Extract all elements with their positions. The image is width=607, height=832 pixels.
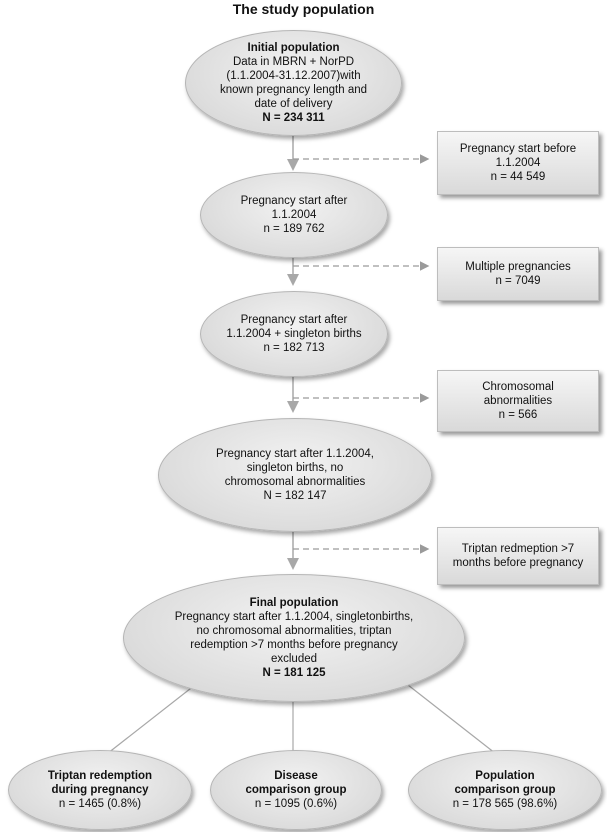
group-count: n = 178 565 (98.6%) (452, 798, 558, 810)
branch-line-left (102, 684, 196, 758)
final-population-node: Final population Pregnancy start after 1… (123, 574, 465, 702)
group-disease-comparison: Disease comparison group n = 1095 (0.6%) (210, 750, 382, 830)
node-line: n = 182 713 (263, 342, 325, 354)
group-triptan-redemption: Triptan redemption during pregnancy n = … (8, 750, 192, 830)
node-line: Data in MBRN + NorPD (232, 56, 355, 68)
group-population-comparison: Population comparison group n = 178 565 … (408, 750, 602, 830)
exclusion-line: Triptan redmeption >7 (461, 543, 575, 555)
exclusion-line: abnormalities (483, 395, 553, 407)
initial-population-node: Initial population Data in MBRN + NorPD … (185, 30, 402, 136)
group-heading: during pregnancy (51, 784, 149, 796)
group-heading: comparison group (245, 784, 347, 796)
node-line: redemption >7 months before pregnancy (190, 639, 398, 651)
node-line: Pregnancy start after (240, 195, 348, 207)
node-line: Pregnancy start after 1.1.2004, singleto… (174, 611, 414, 623)
node-line: N = 182 147 (263, 490, 327, 502)
exclusion-line: n = 566 (498, 409, 538, 421)
branch-line-right (407, 684, 501, 758)
group-heading: comparison group (454, 784, 556, 796)
exclusion-line: months before pregnancy (452, 557, 584, 569)
pregnancy-after-2004-node: Pregnancy start after 1.1.2004 n = 189 7… (200, 172, 388, 258)
group-heading: Triptan redemption (47, 770, 153, 782)
exclusion-line: Multiple pregnancies (465, 261, 571, 273)
group-count: n = 1465 (0.8%) (58, 798, 142, 810)
node-line: date of delivery (254, 98, 333, 110)
exclusion-box-chromosomal: Chromosomal abnormalities n = 566 (437, 370, 599, 432)
node-count: N = 234 311 (262, 112, 325, 124)
exclusion-line: n = 7049 (495, 275, 541, 287)
node-line: n = 189 762 (263, 223, 325, 235)
exclusion-line: Chromosomal (482, 381, 554, 393)
exclusion-box-triptan-before: Triptan redmeption >7 months before preg… (437, 527, 599, 585)
node-line: 1.1.2004 + singleton births (226, 328, 362, 340)
node-line: Pregnancy start after 1.1.2004, (216, 448, 374, 460)
node-heading: Initial population (247, 42, 340, 54)
node-count: N = 181 125 (262, 667, 326, 679)
node-heading: Final population (249, 597, 339, 609)
node-line: singleton births, no (246, 462, 344, 474)
exclusion-box-multiple-pregnancies: Multiple pregnancies n = 7049 (437, 247, 599, 301)
exclusion-line: Pregnancy start before (459, 143, 577, 155)
node-line: known pregnancy length and (219, 84, 368, 96)
singleton-births-node: Pregnancy start after 1.1.2004 + singlet… (200, 291, 388, 377)
exclusion-box-before-2004: Pregnancy start before 1.1.2004 n = 44 5… (437, 131, 599, 195)
group-count: n = 1095 (0.6%) (254, 798, 338, 810)
node-line: 1.1.2004 (271, 209, 317, 221)
exclusion-line: n = 44 549 (490, 171, 546, 183)
group-heading: Disease (274, 770, 318, 782)
node-line: excluded (270, 653, 318, 665)
node-line: (1.1.2004-31.12.2007)with (226, 70, 361, 82)
diagram-title: The study population (232, 1, 375, 17)
group-heading: Population (475, 770, 535, 782)
node-line: chromosomal abnormalities (224, 476, 366, 488)
exclusion-line: 1.1.2004 (495, 157, 541, 169)
node-line: no chromosomal abnormalities, triptan (196, 625, 392, 637)
no-chromosomal-abnormalities-node: Pregnancy start after 1.1.2004, singleto… (158, 418, 432, 532)
node-line: Pregnancy start after (240, 314, 348, 326)
